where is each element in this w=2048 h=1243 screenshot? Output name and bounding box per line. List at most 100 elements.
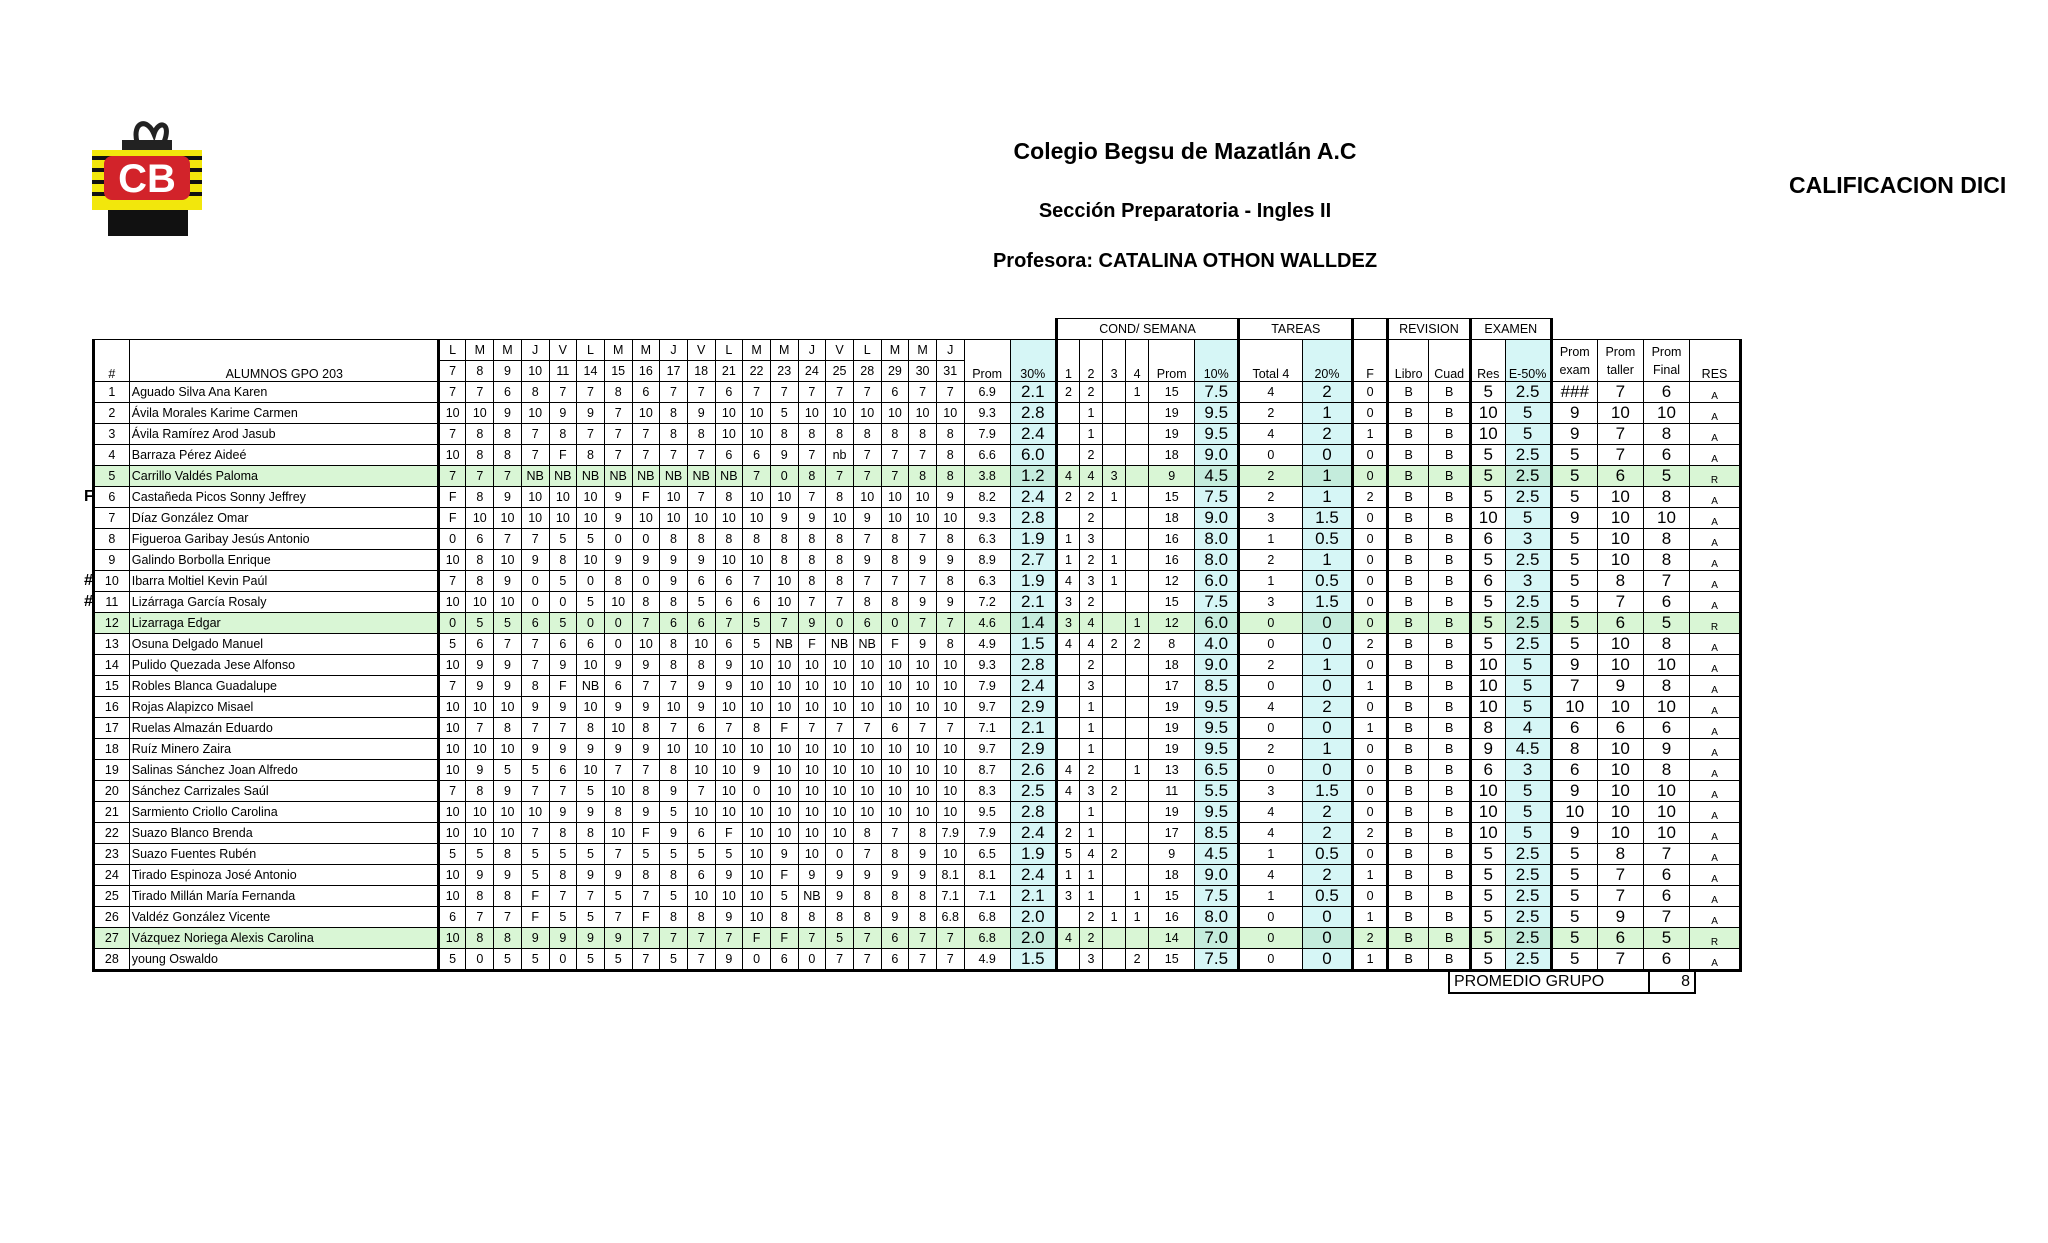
daily-grade: 5 <box>603 885 633 907</box>
daily-grade: F <box>880 633 910 655</box>
student-number: 21 <box>92 801 130 823</box>
daily-grade: 6 <box>714 570 744 592</box>
daily-grade: 10 <box>742 864 771 886</box>
daily-grade: 10 <box>825 507 854 529</box>
exam-50pct: 4.5 <box>1504 738 1553 760</box>
review-notebook: B <box>1428 465 1471 487</box>
grade-30pct: 2.0 <box>1009 906 1057 928</box>
daily-grade: 10 <box>576 759 605 781</box>
prom-taller: 7 <box>1596 591 1644 613</box>
exam-result: 5 <box>1468 927 1506 949</box>
examen-group-header: EXAMEN <box>1468 318 1553 340</box>
prom-final: 7 <box>1642 906 1691 928</box>
daily-grade: 9 <box>493 675 522 697</box>
homework-total: 0 <box>1237 612 1303 634</box>
conduct-10pct: 6.0 <box>1194 612 1240 634</box>
daily-grade: 8 <box>797 906 827 928</box>
daily-grade: 10 <box>436 927 467 949</box>
daily-grade: 8 <box>769 549 799 571</box>
conduct-average: 16 <box>1148 528 1196 550</box>
conduct-10pct: 4.5 <box>1194 465 1240 487</box>
daily-grade: 8 <box>548 549 578 571</box>
grade-average: 6.9 <box>963 381 1011 403</box>
daily-grade: 10 <box>908 780 937 802</box>
date-header: 17 <box>659 360 688 382</box>
conduct-10pct: 7.5 <box>1194 486 1240 508</box>
school-name: Colegio Begsu de Mazatlán A.C <box>1013 138 1357 164</box>
daily-grade: 10 <box>852 738 882 760</box>
conduct-average: 18 <box>1148 654 1196 676</box>
conduct-week: 1 <box>1078 885 1104 907</box>
daily-grade: 10 <box>935 675 965 697</box>
daily-grade: 6 <box>686 864 716 886</box>
daily-grade: 7 <box>520 528 550 550</box>
col-num: # <box>92 339 130 382</box>
grade-30pct: 2.7 <box>1009 549 1057 571</box>
review-notebook: B <box>1428 717 1471 739</box>
conduct-week <box>1102 444 1127 466</box>
daily-grade: 10 <box>880 696 910 718</box>
final-result: A <box>1689 549 1742 571</box>
conduct-week: 2 <box>1078 927 1104 949</box>
student-number: 16 <box>92 696 130 718</box>
daily-grade: 0 <box>548 591 578 613</box>
daily-grade: 8 <box>603 381 633 403</box>
conduct-week: 2 <box>1078 654 1104 676</box>
daily-grade: 6 <box>880 717 910 739</box>
exam-result: 10 <box>1468 675 1506 697</box>
conduct-week: 1 <box>1078 717 1104 739</box>
daily-grade: 10 <box>880 402 910 424</box>
daily-grade: 7 <box>769 381 799 403</box>
daily-grade: 5 <box>576 906 605 928</box>
daily-grade: 7 <box>686 948 716 972</box>
daily-grade: 8 <box>908 885 937 907</box>
student-name: Ávila Morales Karime Carmen <box>128 402 439 424</box>
conduct-week <box>1125 675 1150 697</box>
daily-grade: 10 <box>436 801 467 823</box>
review-book: B <box>1385 864 1430 886</box>
daily-grade: 10 <box>852 801 882 823</box>
daily-grade: NB <box>520 465 550 487</box>
prom-taller: 7 <box>1596 423 1644 445</box>
absences: 1 <box>1351 864 1388 886</box>
daily-grade: 10 <box>520 402 550 424</box>
conduct-week: 2 <box>1125 948 1150 972</box>
conduct-week: 5 <box>1054 843 1080 865</box>
daily-grade: F <box>742 927 771 949</box>
exam-50pct: 3 <box>1504 570 1553 592</box>
exam-50pct: 2.5 <box>1504 444 1553 466</box>
conduct-average: 9 <box>1148 465 1196 487</box>
grade-average: 7.9 <box>963 423 1011 445</box>
daily-grade: 8 <box>576 822 605 844</box>
daily-grade: 9 <box>880 906 910 928</box>
daily-grade: 5 <box>576 843 605 865</box>
exam-50pct: 2.5 <box>1504 948 1553 972</box>
homework-total: 0 <box>1237 948 1303 972</box>
grade-average: 8.1 <box>963 864 1011 886</box>
daily-grade: 8 <box>797 423 827 445</box>
prom-taller: 10 <box>1596 486 1644 508</box>
absences: 2 <box>1351 486 1388 508</box>
daily-grade: 10 <box>714 402 744 424</box>
grade-30pct: 2.4 <box>1009 822 1057 844</box>
daily-grade: 10 <box>603 591 633 613</box>
daily-grade: 7 <box>797 381 827 403</box>
daily-grade: 10 <box>714 549 744 571</box>
col-total4: Total 4 <box>1237 339 1303 382</box>
conduct-average: 19 <box>1148 696 1196 718</box>
daily-grade: 7 <box>576 423 605 445</box>
daily-grade: 8 <box>465 444 495 466</box>
day-header: M <box>465 339 495 361</box>
daily-grade: 9 <box>631 549 661 571</box>
daily-grade: 8 <box>659 591 688 613</box>
prom-taller: 10 <box>1596 780 1644 802</box>
conduct-week: 4 <box>1078 612 1104 634</box>
homework-20pct: 0 <box>1301 612 1354 634</box>
grade-average: 7.2 <box>963 591 1011 613</box>
prom-final: 10 <box>1642 507 1691 529</box>
daily-grade: 10 <box>797 402 827 424</box>
conduct-10pct: 5.5 <box>1194 780 1240 802</box>
conduct-week <box>1125 423 1150 445</box>
